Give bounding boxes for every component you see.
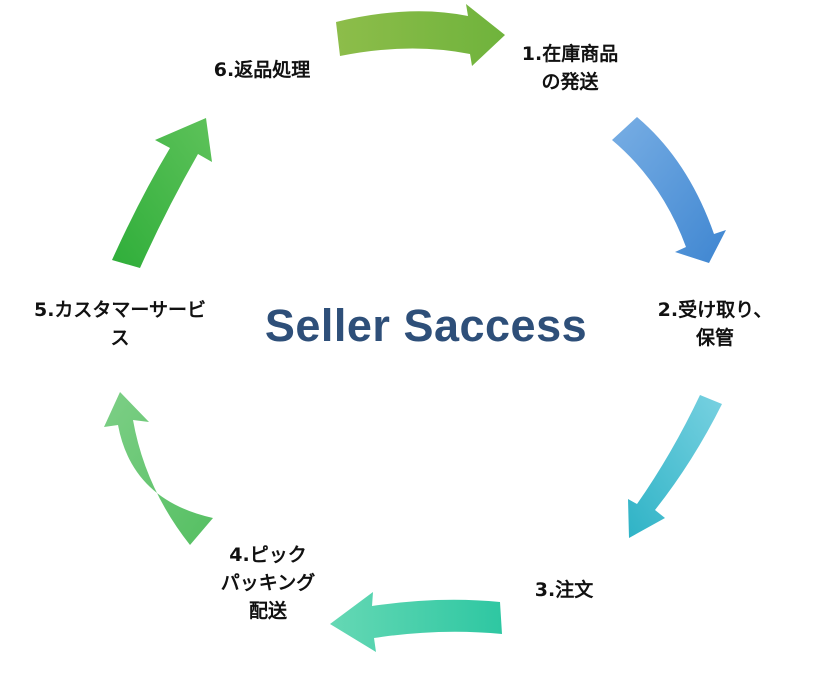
step-1-line-1: 1.在庫商品 bbox=[521, 43, 619, 65]
arrow-6-to-1 bbox=[336, 4, 505, 66]
step-2-line-2: 保管 bbox=[695, 327, 734, 349]
step-3-line-1: 3.注文 bbox=[534, 579, 594, 601]
arrow-2-to-3 bbox=[628, 395, 722, 538]
arrow-1-to-2 bbox=[612, 117, 726, 263]
step-5-label: 5.カスタマーサービ ス bbox=[2, 296, 238, 352]
step-4-line-1: 4.ピック bbox=[229, 544, 307, 566]
step-2-line-1: 2.受け取り、 bbox=[657, 299, 773, 321]
step-4-line-3: 配送 bbox=[248, 600, 287, 622]
step-5-line-1: 5.カスタマーサービ bbox=[33, 299, 207, 321]
arrow-5-to-6 bbox=[112, 118, 212, 268]
step-4-label: 4.ピック パッキング 配送 bbox=[198, 541, 338, 625]
step-6-label: 6.返品処理 bbox=[192, 56, 332, 84]
step-2-label: 2.受け取り、 保管 bbox=[640, 296, 790, 352]
arrow-3-to-4 bbox=[330, 592, 502, 652]
step-1-line-2: の発送 bbox=[541, 71, 599, 93]
step-4-line-2: パッキング bbox=[220, 572, 316, 594]
step-1-label: 1.在庫商品 の発送 bbox=[505, 40, 635, 96]
step-3-label: 3.注文 bbox=[514, 576, 614, 604]
diagram-title: Seller Saccess bbox=[264, 300, 588, 351]
step-6-line-1: 6.返品処理 bbox=[213, 59, 311, 81]
step-5-line-2: ス bbox=[110, 327, 130, 349]
arrow-4-to-5 bbox=[104, 392, 213, 545]
